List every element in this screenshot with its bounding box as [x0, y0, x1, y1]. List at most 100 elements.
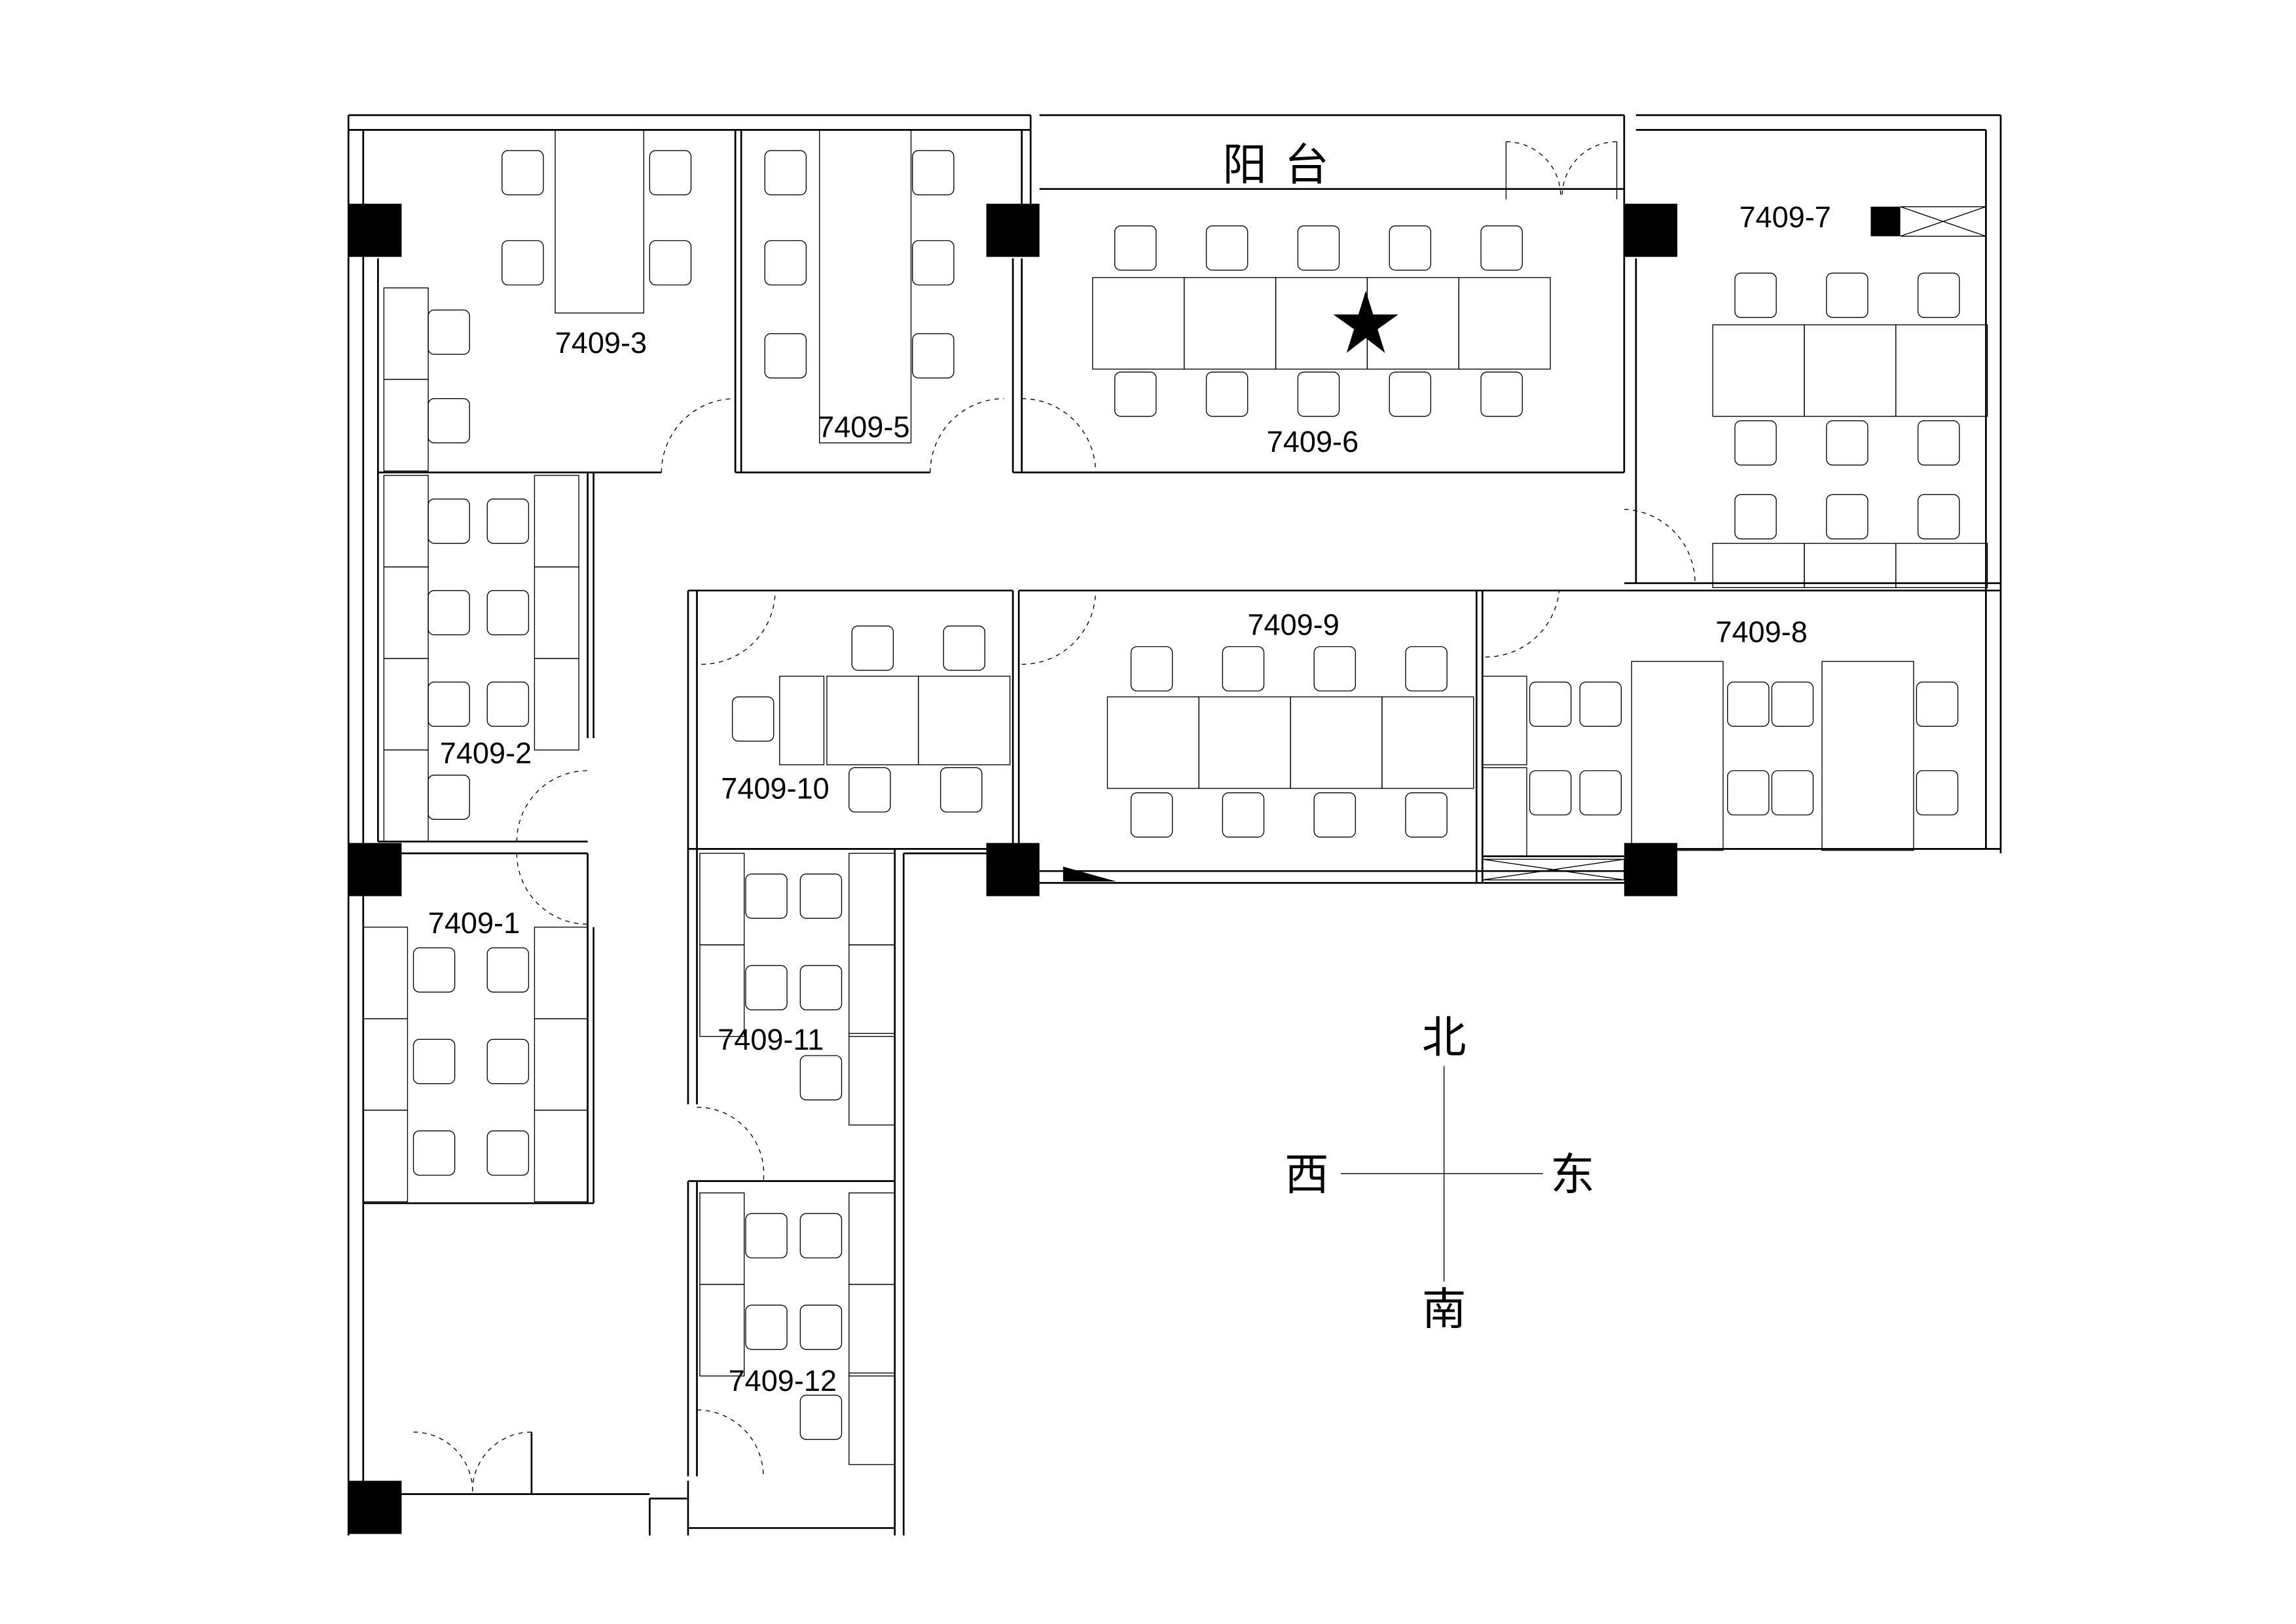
- room-label: 7409-10: [721, 772, 829, 805]
- desk: [534, 475, 579, 568]
- chair-icon: [1734, 272, 1777, 318]
- desk: [1712, 324, 1805, 417]
- desk: [699, 1283, 745, 1376]
- chair-icon: [1771, 681, 1814, 727]
- chair-icon: [764, 333, 807, 378]
- desk: [848, 1192, 896, 1285]
- chair-icon: [1916, 681, 1959, 727]
- desk: [534, 1109, 589, 1202]
- desk: [848, 1283, 896, 1376]
- chair-icon: [799, 1304, 843, 1350]
- room-label: 7409-12: [729, 1364, 837, 1397]
- pillar: [348, 1481, 402, 1534]
- desk: [555, 129, 644, 314]
- chair-icon: [799, 965, 843, 1010]
- star-icon: [1333, 291, 1398, 353]
- chair-icon: [745, 1213, 788, 1259]
- balcony-label: 阳台: [1222, 139, 1346, 191]
- chair-icon: [799, 1055, 843, 1101]
- chair-icon: [486, 1039, 530, 1084]
- pillar: [1624, 204, 1678, 257]
- chair-icon: [1480, 225, 1523, 271]
- desk: [363, 927, 409, 1020]
- walls: [347, 114, 2002, 1536]
- desk: [1631, 661, 1724, 851]
- room-label: 7409-6: [1267, 425, 1358, 458]
- chair-icon: [1130, 646, 1173, 692]
- chair-icon: [943, 625, 985, 671]
- desk: [534, 1018, 589, 1111]
- chair-icon: [745, 965, 788, 1010]
- chair-icon: [1114, 225, 1157, 271]
- desk: [848, 853, 896, 946]
- compass-west: 西: [1285, 1149, 1329, 1200]
- desk: [848, 1373, 896, 1466]
- compass: 北 西 东 南: [1285, 1012, 1595, 1335]
- chair-icon: [1917, 272, 1960, 318]
- chair-icon: [1917, 494, 1960, 540]
- room-label: 7409-5: [818, 410, 909, 443]
- chair-icon: [851, 625, 894, 671]
- desk: [1092, 277, 1185, 370]
- chair-icon: [745, 1304, 788, 1350]
- desk: [1712, 542, 1805, 588]
- desk: [1821, 661, 1914, 851]
- chair-icon: [1734, 494, 1777, 540]
- pillar: [1624, 843, 1678, 896]
- pillar: [986, 204, 1040, 257]
- chair-icon: [1222, 792, 1265, 838]
- chair-icon: [428, 398, 470, 444]
- chair-icon: [1734, 420, 1777, 466]
- desk: [779, 675, 825, 766]
- chair-icon: [1579, 770, 1622, 816]
- compass-north: 北: [1422, 1012, 1467, 1063]
- structural-pillars: [348, 204, 1987, 1534]
- chair-icon: [1771, 770, 1814, 816]
- chair-icon: [1727, 681, 1770, 727]
- desk: [383, 566, 429, 659]
- desk: [819, 129, 912, 444]
- chair-icon: [799, 874, 843, 919]
- chair-icon: [412, 947, 456, 993]
- room-label: 7409-3: [555, 326, 647, 360]
- desk: [1804, 542, 1897, 588]
- desk: [1482, 675, 1527, 766]
- chair-icon: [912, 150, 955, 196]
- chair-icon: [1313, 646, 1357, 692]
- chair-icon: [764, 150, 807, 196]
- chair-icon: [1297, 225, 1340, 271]
- desk: [699, 1192, 745, 1285]
- chair-icon: [501, 240, 544, 286]
- chair-icon: [1405, 646, 1448, 692]
- chair-icon: [1826, 420, 1868, 466]
- desk: [1198, 696, 1291, 789]
- desk: [1482, 767, 1527, 857]
- chair-icon: [501, 150, 544, 196]
- desk: [1290, 696, 1383, 789]
- chair-icon: [799, 1213, 843, 1259]
- pillar: [1870, 206, 1901, 236]
- desk: [826, 675, 919, 766]
- chair-icon: [1826, 272, 1868, 318]
- chair-icon: [412, 1130, 456, 1176]
- chair-icon: [1130, 792, 1173, 838]
- chair-icon: [1529, 770, 1572, 816]
- chair-icon: [486, 498, 530, 544]
- chair-icon: [1313, 792, 1357, 838]
- chair-icon: [486, 681, 530, 727]
- desk: [848, 944, 896, 1037]
- desk: [1184, 277, 1277, 370]
- chair-icon: [1222, 646, 1265, 692]
- desk: [699, 853, 745, 946]
- compass-south: 南: [1422, 1283, 1467, 1335]
- desk: [1381, 696, 1474, 789]
- desk: [363, 1018, 409, 1111]
- chair-icon: [1405, 792, 1448, 838]
- desk: [534, 927, 589, 1020]
- desk: [848, 1033, 896, 1126]
- chair-icon: [486, 1130, 530, 1176]
- desk: [1895, 324, 1988, 417]
- chair-icon: [428, 774, 470, 820]
- chair-icon: [1114, 371, 1157, 417]
